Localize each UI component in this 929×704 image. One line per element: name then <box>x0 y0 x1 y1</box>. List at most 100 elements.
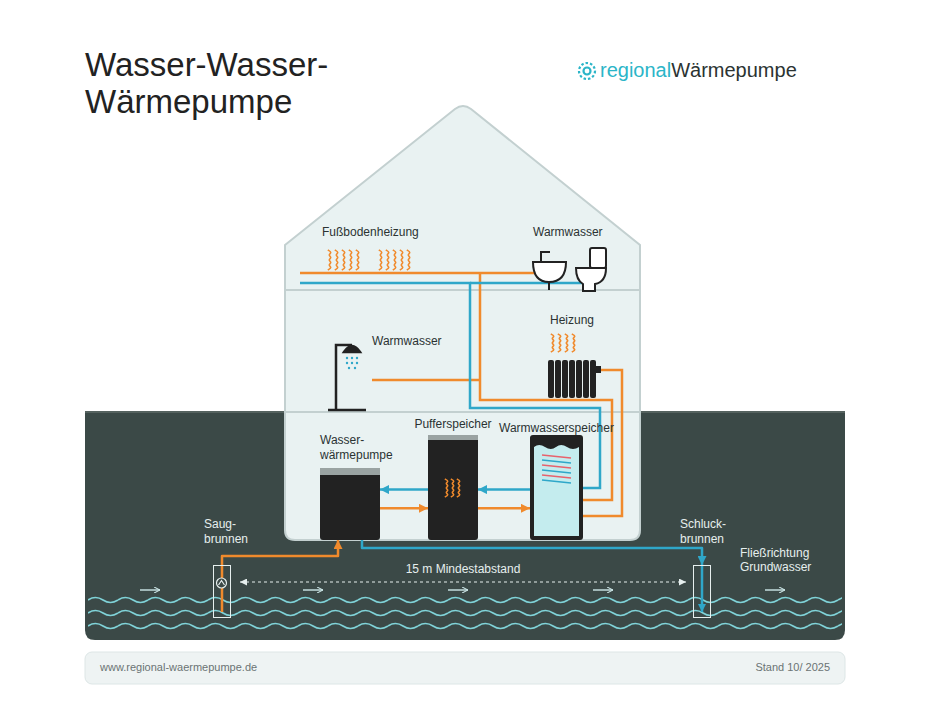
buffer-tank: Pufferspeicher <box>428 435 478 540</box>
node-label: Schluck- brunnen <box>680 517 740 546</box>
flow-arrows-part <box>140 589 160 590</box>
footer-date: Stand 10/ 2025 <box>755 661 830 674</box>
flow-arrows-part <box>303 589 323 590</box>
room-label: Warmwasser <box>372 334 442 348</box>
heat-wave <box>457 479 460 497</box>
node-heading: Warmwasserspeicher <box>499 421 614 435</box>
groundwater-waves <box>88 594 842 633</box>
node-heading: Schluck- brunnen <box>680 517 740 546</box>
heat-wave <box>551 334 554 352</box>
node-graphic <box>534 439 579 536</box>
pipes-hot-part <box>372 379 480 382</box>
heat-wave <box>445 479 448 497</box>
pipes-hot-part <box>300 272 546 275</box>
logo-word: Wärmepumpe <box>671 58 797 82</box>
logo: regionalWärmepumpe <box>600 58 797 82</box>
radiator-icon <box>548 360 601 398</box>
node-label: Warmwasserspeicher <box>499 421 614 435</box>
flow-arrows-part <box>593 589 613 590</box>
shower-icon-part <box>354 367 356 369</box>
ground <box>85 412 845 640</box>
house <box>285 106 640 540</box>
pump-top-bar <box>320 468 380 475</box>
ground-part <box>85 412 845 640</box>
footer-bar-part <box>85 652 845 684</box>
hot-water-tank: Warmwasserspeicher <box>530 435 583 540</box>
sink-icon <box>533 252 566 290</box>
pipes-cold-part <box>470 283 590 290</box>
heat-wave <box>356 250 359 270</box>
suction-well: Saug- brunnen <box>213 565 231 618</box>
radiator-icon-part <box>583 360 589 398</box>
heat-wave <box>386 250 389 270</box>
shower-icon-part <box>346 357 348 359</box>
room-label: Heizung <box>550 313 594 327</box>
ground-part <box>85 411 845 413</box>
heat-wave <box>572 334 575 352</box>
radiator-icon-part <box>555 360 561 398</box>
footer-url: www.regional-waermepumpe.de <box>100 661 257 674</box>
injection-well: Schluck- brunnen <box>693 565 711 618</box>
toilet-icon-part <box>590 248 606 268</box>
radiator-icon-part <box>590 360 596 398</box>
pump-symbol <box>217 578 227 588</box>
heat-wave <box>565 334 568 352</box>
pipe-connector <box>362 540 702 565</box>
flow-arrows-part <box>765 589 785 590</box>
node-label: Pufferspeicher <box>414 417 491 431</box>
sink-icon-part <box>541 252 550 262</box>
shower-icon-part <box>336 345 352 410</box>
pipes-cold-part <box>701 565 704 612</box>
sink-icon-part <box>548 282 550 290</box>
heat-wave <box>349 250 352 270</box>
logo-word: regional <box>600 58 671 82</box>
node-graphic <box>214 566 230 617</box>
logo-icon <box>579 63 595 79</box>
pipe-connector <box>478 488 530 491</box>
pipe-connector <box>478 507 530 510</box>
pipe-connector <box>380 488 428 491</box>
heat-wave <box>328 250 331 270</box>
radiator-icon-part <box>562 360 568 398</box>
heat-wave <box>379 250 382 270</box>
room-label: Fußbodenheizung <box>322 225 419 239</box>
toilet-icon <box>576 248 606 291</box>
shower-icon-part <box>346 362 348 364</box>
tank-top-wave <box>534 439 579 449</box>
heat-coil <box>542 455 571 458</box>
heat-wave <box>342 250 345 270</box>
shower-icon-part <box>346 357 358 369</box>
logo-icon-part <box>584 68 591 75</box>
shower-icon-part <box>356 357 358 359</box>
heat-wave <box>445 479 460 497</box>
flow-label: Fließrichtung Grundwasser <box>740 546 824 575</box>
radiator-icon-part <box>548 360 554 398</box>
dimension-line <box>240 582 686 583</box>
heat-coil <box>542 475 571 478</box>
footer-bar <box>85 652 845 684</box>
heat-wave <box>393 250 396 270</box>
groundwater-waves-part <box>88 594 842 633</box>
pipes-hot-part <box>480 273 612 500</box>
shower-icon-part <box>356 362 358 364</box>
flow-arrows <box>140 589 785 590</box>
shower-icon-part <box>328 409 366 412</box>
heat-wave <box>558 334 561 352</box>
node-label: Saug- brunnen <box>204 517 260 546</box>
house-part <box>285 106 640 540</box>
tank-top-bar <box>428 435 478 440</box>
pump-symbol <box>219 581 225 586</box>
heat-wave <box>451 479 454 497</box>
heat-coil <box>542 460 571 463</box>
node-graphic <box>320 468 380 540</box>
heat-coil <box>542 465 571 468</box>
heat-wave <box>400 250 403 270</box>
heat-coil <box>542 470 571 473</box>
node-heading: Wasser- wärmepumpe <box>320 433 404 462</box>
heat-wave <box>407 250 410 270</box>
node-label: Wasser- wärmepumpe <box>320 433 404 462</box>
dimension-line-part <box>240 581 686 582</box>
house-part <box>285 411 640 413</box>
